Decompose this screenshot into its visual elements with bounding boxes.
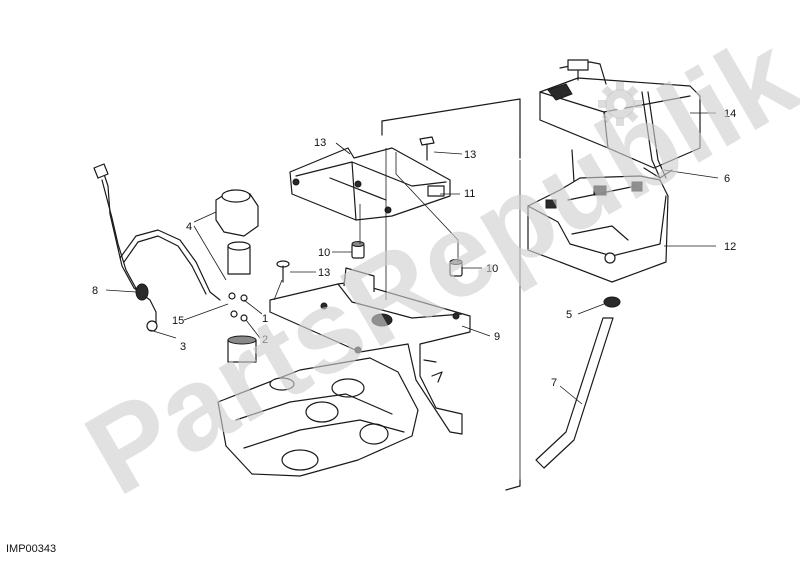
drawing-code: IMP00343 bbox=[6, 543, 57, 555]
callout-label: 5 bbox=[566, 309, 572, 321]
callout-label: 15 bbox=[172, 315, 184, 327]
callout-label: 13 bbox=[314, 137, 326, 149]
callout-labels: 1 2 3 4 5 6 7 8 9 10 10 11 12 13 13 13 1… bbox=[92, 108, 736, 389]
callout-label: 13 bbox=[464, 149, 476, 161]
battery-cable bbox=[93, 163, 221, 332]
gear-icon bbox=[598, 82, 642, 126]
screws bbox=[276, 136, 435, 283]
mounting-bracket bbox=[269, 267, 471, 435]
watermark: PartsRepublik bbox=[65, 9, 800, 520]
drain-hose bbox=[535, 296, 621, 469]
frame-lines bbox=[381, 98, 521, 491]
callout-label: 4 bbox=[186, 221, 192, 233]
callout-label: 2 bbox=[262, 334, 268, 346]
battery-box bbox=[289, 147, 451, 221]
callout-label: 6 bbox=[724, 173, 730, 185]
battery-tray bbox=[527, 175, 669, 283]
callout-label: 10 bbox=[486, 263, 498, 275]
callout-label: 7 bbox=[551, 377, 557, 389]
callout-label: 3 bbox=[180, 341, 186, 353]
callout-label: 13 bbox=[318, 267, 330, 279]
starter-relay bbox=[215, 189, 259, 363]
callout-label: 11 bbox=[464, 188, 475, 200]
callout-label: 1 bbox=[262, 313, 268, 325]
callout-label: 14 bbox=[724, 108, 736, 120]
airbox-cover bbox=[217, 357, 419, 477]
callout-label: 12 bbox=[724, 241, 736, 253]
leader-lines bbox=[105, 112, 719, 405]
callout-label: 8 bbox=[92, 285, 98, 297]
spacers bbox=[351, 241, 463, 277]
callout-label: 9 bbox=[494, 331, 500, 343]
callout-label: 10 bbox=[318, 247, 330, 259]
